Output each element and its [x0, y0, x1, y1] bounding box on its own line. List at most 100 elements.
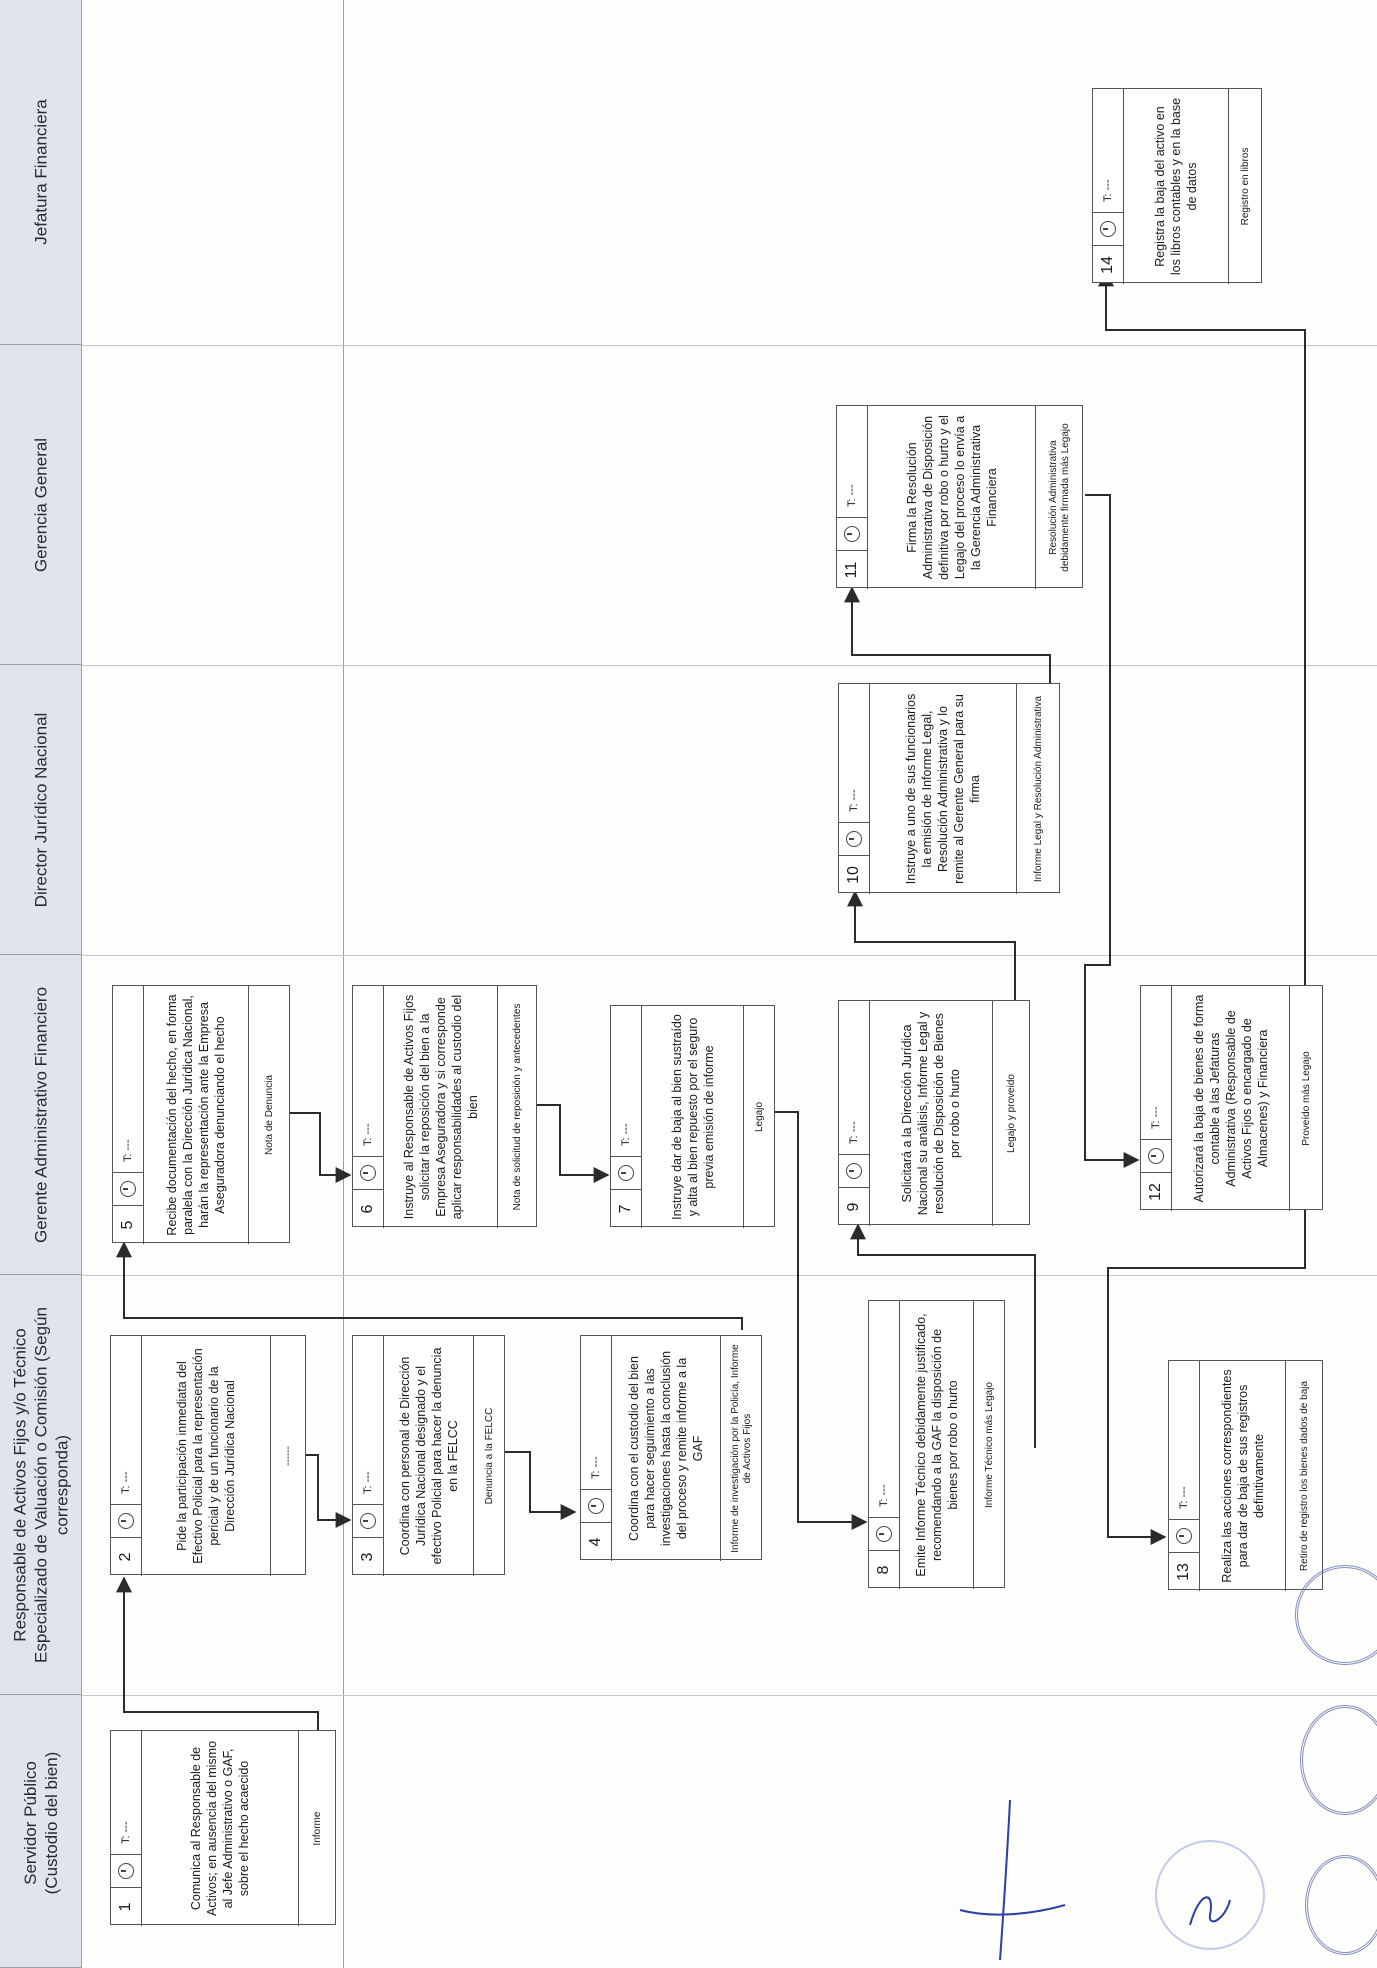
connector-10-11: [844, 586, 1051, 683]
stamp-vobo-2: [1305, 1855, 1377, 1955]
step-time: T: ---: [848, 789, 860, 812]
connector-6-7: [535, 1104, 610, 1183]
step-time: T: ---: [362, 1123, 374, 1146]
step-time: T: ---: [848, 1121, 860, 1144]
step-number: 14: [1093, 245, 1123, 284]
clock-icon: [839, 822, 869, 855]
step-description: Realiza las acciones correspondientes pa…: [1219, 1369, 1266, 1583]
clock-icon: [869, 1517, 899, 1550]
step-number: 3: [353, 1537, 383, 1576]
step-time: T: ---: [120, 1471, 132, 1494]
step-9-box: 9 T: --- Solicitará a la Dirección Jurídi…: [838, 1000, 1031, 1226]
step-time: T: ---: [362, 1471, 374, 1494]
step-time: T: ---: [120, 1821, 132, 1844]
lane-divider: [82, 345, 1377, 346]
step-description: Firma la Resolución Administrativa de Di…: [904, 415, 999, 580]
step-time: T: ---: [122, 1139, 134, 1162]
lane-title-4: Director Jurídico Nacional: [31, 712, 51, 908]
signature-mark: [1189, 1896, 1231, 1926]
lane-divider: [82, 955, 1377, 956]
step-description: Solicitará a la Dirección Jurídica Nacio…: [900, 1011, 962, 1216]
clock-icon: [111, 1854, 141, 1887]
step-document: Legajo y proveido: [992, 1001, 1031, 1226]
connector-3-4: [505, 1451, 577, 1520]
lane-title-1: Servidor Público (Custodio del bien): [21, 1751, 61, 1895]
step-description: Coordina con personal de Dirección Juríd…: [397, 1347, 460, 1565]
step-time: T: ---: [1102, 179, 1114, 202]
step-document: Registro en libros: [1228, 89, 1263, 284]
step-description: Recibe documentación del hecho, en forma…: [165, 994, 227, 1236]
lane-header-6: [0, 0, 82, 345]
clock-icon: [353, 1504, 383, 1537]
step-number: 11: [837, 550, 867, 589]
step-description: Coordina con el custodio del bien para h…: [627, 1350, 705, 1547]
step-description: Instruye dar de baja al bien sustraído y…: [669, 1014, 716, 1220]
lane-header-2: [0, 1275, 82, 1695]
signature-mark: [959, 1799, 1066, 1961]
step-document: Legajo: [743, 1006, 776, 1228]
step-time: T: ---: [846, 484, 858, 507]
step-11-box: 11 T: --- Firma la Resolución Administrat…: [836, 405, 1084, 589]
connector-12-14: [1098, 270, 1306, 992]
lane-title-6: Jefatura Financiera: [31, 99, 51, 245]
step-description: Instruye al Responsable de Activos Fijos…: [401, 994, 480, 1220]
step-document: Nota de solicitud de reposición y antece…: [497, 986, 538, 1228]
step-7-box: 7 T: --- Instruye dar de baja al bien sus…: [610, 1005, 776, 1228]
clock-icon: [1141, 1139, 1171, 1172]
step-number: 9: [839, 1187, 869, 1226]
lane-divider: [82, 665, 1377, 666]
step-12-box: 12 T: --- Autorizará la baja de bienes de…: [1140, 985, 1324, 1211]
lane-title-3: Gerente Administrativo Financiero: [31, 986, 51, 1244]
step-number: 5: [113, 1205, 143, 1244]
step-document: ------: [270, 1336, 307, 1576]
step-number: 7: [611, 1189, 641, 1228]
step-number: 4: [581, 1522, 611, 1561]
step-description: Autorizará la baja de bienes de forma co…: [1191, 994, 1270, 1203]
step-number: 10: [839, 855, 869, 894]
clock-icon: [839, 1154, 869, 1187]
lane-header-1: [0, 1695, 82, 1968]
step-1-box: 1 T: --- Comunica al Responsable de Activ…: [110, 1730, 337, 1926]
clock-icon: [837, 517, 867, 550]
step-document: Retiro de registro los bienes dados de b…: [1285, 1361, 1324, 1591]
step-4-box: 4 T: --- Coordina con el custodio del bie…: [580, 1335, 763, 1561]
step-description: Comunica al Responsable de Activos; en a…: [189, 1740, 251, 1917]
step-time: T: ---: [1150, 1106, 1162, 1129]
step-time: T: ---: [878, 1484, 890, 1507]
connector-11-12: [1084, 494, 1140, 1168]
connector-9-10: [847, 890, 1016, 1000]
lane-header-3: [0, 955, 82, 1275]
step-time: T: ---: [620, 1123, 632, 1146]
step-document: Proveído más Legajo: [1289, 986, 1324, 1211]
lane-divider: [82, 1695, 1377, 1696]
step-5-box: 5 T: --- Recibe documentación del hecho, …: [112, 985, 291, 1244]
step-document: Nota de Denuncia: [248, 986, 291, 1244]
step-number: 1: [111, 1887, 141, 1926]
step-document: Informe: [298, 1731, 337, 1926]
lane-title-5: Gerencia General: [31, 437, 51, 573]
stamp-vobo-1: [1300, 1705, 1377, 1815]
lane-divider: [82, 1275, 1377, 1276]
lane-title-2: Responsable de Activos Fijos y/o Técnico…: [10, 1307, 72, 1663]
step-number: 12: [1141, 1172, 1171, 1211]
step-time: T: ---: [1178, 1486, 1190, 1509]
lane-header-5: [0, 345, 82, 665]
step-document: Informe de investigación por la Policía,…: [720, 1336, 763, 1561]
clock-icon: [113, 1172, 143, 1205]
stamp-financiera: [1295, 1565, 1377, 1665]
clock-icon: [1093, 212, 1123, 245]
step-description: Pide la participación inmediata del Efec…: [175, 1348, 237, 1564]
step-number: 2: [111, 1537, 141, 1576]
clock-icon: [611, 1156, 641, 1189]
step-3-box: 3 T: --- Coordina con personal de Direcci…: [352, 1335, 506, 1576]
step-document: Denuncia a la FELCC: [473, 1336, 506, 1576]
clock-icon: [1169, 1519, 1199, 1552]
step-number: 6: [353, 1189, 383, 1228]
step-document: Resolución Administrativa debidamente fi…: [1035, 406, 1084, 589]
step-time: T: ---: [590, 1456, 602, 1479]
